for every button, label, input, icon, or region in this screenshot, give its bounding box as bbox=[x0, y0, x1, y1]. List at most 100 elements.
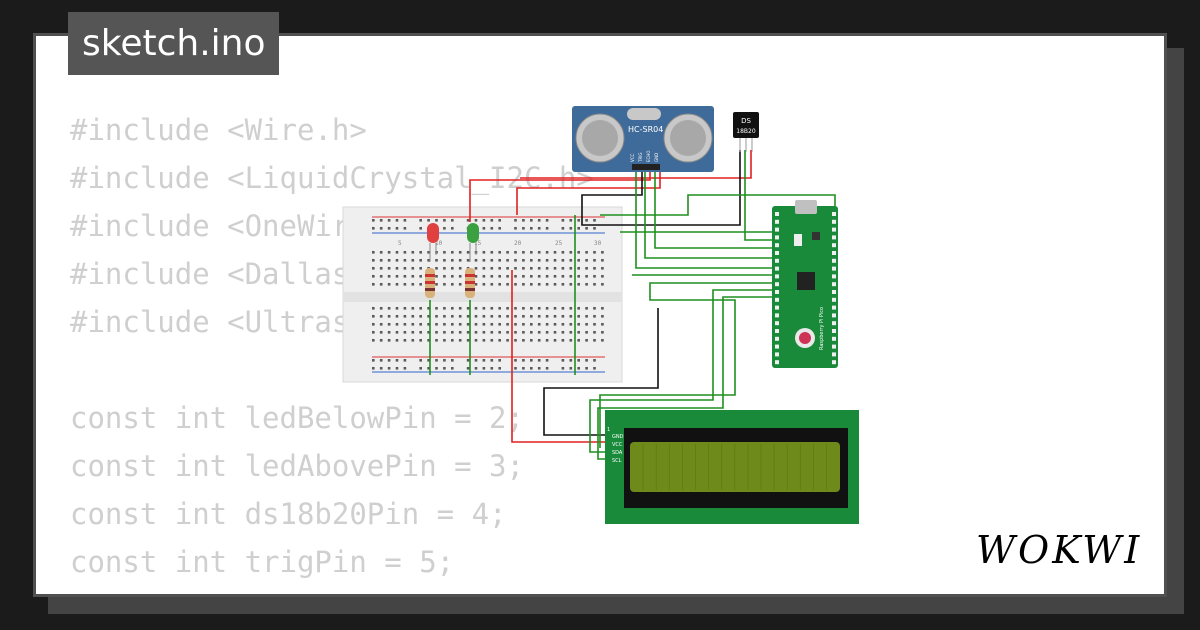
breadboard-hole bbox=[585, 331, 588, 334]
breadboard-hole bbox=[387, 275, 391, 278]
breadboard-hole bbox=[498, 283, 501, 286]
breadboard-hole bbox=[427, 259, 430, 262]
breadboard-hole bbox=[474, 259, 478, 262]
breadboard-hole bbox=[395, 359, 399, 362]
breadboard-hole bbox=[387, 323, 391, 326]
breadboard-holes bbox=[372, 219, 604, 370]
breadboard-hole bbox=[569, 259, 573, 262]
ultrasonic-sensor[interactable]: HC-SR04 VCC TRIG ECHO GND bbox=[572, 106, 714, 172]
breadboard-hole bbox=[514, 259, 517, 262]
breadboard-hole bbox=[372, 275, 375, 278]
breadboard-hole bbox=[506, 339, 509, 342]
breadboard-hole bbox=[403, 283, 407, 286]
breadboard-hole bbox=[530, 219, 533, 222]
led-green[interactable] bbox=[467, 223, 479, 262]
led-red[interactable] bbox=[427, 223, 439, 262]
breadboard-hole bbox=[537, 359, 541, 362]
breadboard-hole bbox=[372, 259, 375, 262]
breadboard-hole bbox=[490, 331, 494, 334]
breadboard-hole bbox=[419, 283, 422, 286]
breadboard-hole bbox=[466, 359, 470, 362]
breadboard-hole bbox=[451, 219, 454, 222]
breadboard-hole bbox=[443, 315, 446, 318]
breadboard-hole bbox=[458, 283, 462, 286]
breadboard-hole bbox=[458, 259, 462, 262]
temp-sensor-label-2: 18B20 bbox=[736, 128, 756, 135]
lcd-pin-scl: SCL bbox=[612, 458, 622, 464]
breadboard-hole bbox=[435, 283, 438, 286]
pico-pin bbox=[832, 282, 836, 287]
breadboard-hole bbox=[522, 227, 525, 230]
breadboard-hole bbox=[569, 275, 573, 278]
breadboard-hole bbox=[530, 251, 533, 254]
breadboard-hole bbox=[490, 367, 494, 370]
breadboard-hole bbox=[451, 339, 454, 342]
breadboard-hole bbox=[577, 307, 580, 310]
breadboard-hole bbox=[561, 219, 565, 222]
breadboard-hole bbox=[458, 251, 462, 254]
breadboard-hole bbox=[435, 275, 438, 278]
breadboard-hole bbox=[514, 283, 517, 286]
breadboard-hole bbox=[553, 339, 557, 342]
breadboard-hole bbox=[522, 283, 525, 286]
breadboard-hole bbox=[395, 275, 399, 278]
breadboard[interactable]: 5 10 15 20 25 30 bbox=[342, 206, 623, 383]
breadboard-hole bbox=[419, 323, 422, 326]
resistor-1[interactable] bbox=[425, 268, 435, 298]
breadboard-hole bbox=[506, 323, 509, 326]
us-pin-vcc: VCC bbox=[630, 153, 635, 162]
breadboard-hole bbox=[379, 259, 383, 262]
breadboard-hole bbox=[498, 331, 501, 334]
sketch-title[interactable]: sketch.ino bbox=[68, 12, 280, 75]
breadboard-hole bbox=[372, 227, 375, 230]
breadboard-hole bbox=[498, 219, 501, 222]
breadboard-hole bbox=[561, 275, 565, 278]
wokwi-logo[interactable]: WOKWI bbox=[976, 528, 1143, 572]
breadboard-hole bbox=[498, 367, 501, 370]
breadboard-hole bbox=[553, 267, 557, 270]
breadboard-hole bbox=[403, 367, 407, 370]
breadboard-hole bbox=[545, 367, 549, 370]
breadboard-hole bbox=[561, 259, 565, 262]
breadboard-hole bbox=[593, 227, 596, 230]
breadboard-hole bbox=[514, 367, 517, 370]
breadboard-hole bbox=[553, 331, 557, 334]
breadboard-hole bbox=[569, 367, 573, 370]
raspberry-pi-pico[interactable]: Raspberry Pi Pico bbox=[772, 200, 838, 368]
breadboard-hole bbox=[601, 323, 604, 326]
breadboard-hole bbox=[387, 227, 391, 230]
temperature-sensor[interactable]: DS 18B20 bbox=[733, 112, 759, 152]
lcd-display[interactable]: 1 GND VCC SDA SCL bbox=[605, 410, 859, 524]
breadboard-hole bbox=[545, 315, 549, 318]
breadboard-hole bbox=[427, 315, 430, 318]
breadboard-hole bbox=[577, 323, 580, 326]
breadboard-hole bbox=[514, 307, 517, 310]
bb-col-5: 5 bbox=[398, 240, 402, 247]
breadboard-hole bbox=[545, 267, 549, 270]
breadboard-hole bbox=[474, 307, 478, 310]
breadboard-hole bbox=[530, 331, 533, 334]
breadboard-hole bbox=[395, 367, 399, 370]
pico-pin bbox=[832, 313, 836, 318]
breadboard-hole bbox=[490, 307, 494, 310]
breadboard-hole bbox=[577, 251, 580, 254]
breadboard-hole bbox=[427, 359, 430, 362]
breadboard-hole bbox=[593, 251, 596, 254]
pico-pin bbox=[775, 360, 779, 365]
breadboard-hole bbox=[601, 307, 604, 310]
breadboard-hole bbox=[569, 307, 573, 310]
breadboard-hole bbox=[530, 283, 533, 286]
breadboard-hole bbox=[474, 367, 478, 370]
breadboard-hole bbox=[419, 275, 422, 278]
breadboard-hole bbox=[553, 307, 557, 310]
breadboard-hole bbox=[451, 227, 454, 230]
breadboard-hole bbox=[553, 251, 557, 254]
breadboard-hole bbox=[490, 259, 494, 262]
resistor-2[interactable] bbox=[465, 268, 475, 298]
pico-pin bbox=[775, 344, 779, 349]
breadboard-hole bbox=[466, 219, 470, 222]
breadboard-hole bbox=[372, 219, 375, 222]
breadboard-hole bbox=[427, 367, 430, 370]
breadboard-hole bbox=[577, 331, 580, 334]
